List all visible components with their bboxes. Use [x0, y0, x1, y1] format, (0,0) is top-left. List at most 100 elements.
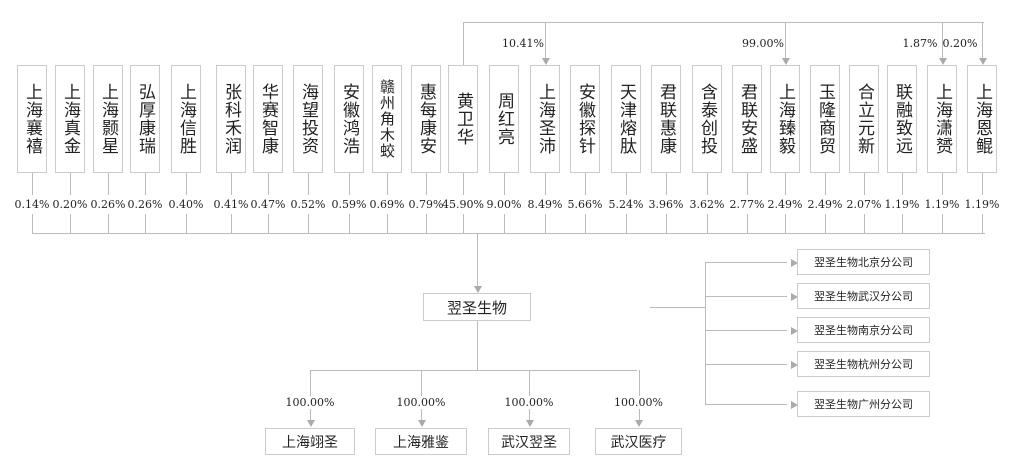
connector-line — [387, 214, 388, 233]
connector-line — [426, 173, 427, 195]
subsidiary-box: 武汉翌圣 — [488, 428, 570, 455]
connector-line — [32, 173, 33, 195]
connector-line — [477, 321, 478, 371]
connector-line — [310, 370, 637, 371]
subsidiary-percent: 100.00% — [612, 396, 665, 409]
arrow-icon — [525, 420, 534, 427]
shareholder-percent: 2.77% — [729, 198, 765, 211]
shareholder-percent: 0.41% — [213, 198, 249, 211]
connector-line — [186, 214, 187, 233]
connector-line — [707, 173, 708, 195]
connector-line — [463, 173, 464, 195]
arrow-icon — [417, 420, 426, 427]
arrow-icon — [781, 58, 790, 65]
subsidiary-box: 上海翊圣 — [265, 428, 355, 455]
connector-line — [231, 214, 232, 233]
connector-line — [545, 22, 546, 58]
connector-line — [387, 173, 388, 195]
connector-line — [864, 173, 865, 195]
connector-line — [747, 173, 748, 195]
connector-line — [108, 173, 109, 195]
connector-line — [426, 214, 427, 233]
connector-line — [942, 22, 943, 58]
connector-line — [145, 173, 146, 195]
connector-line — [705, 404, 787, 405]
shareholder-box: 联融致远 — [887, 65, 917, 173]
branch-box: 翌圣生物武汉分公司 — [797, 283, 930, 309]
shareholder-box: 黄卫华 — [448, 65, 478, 173]
shareholder-box: 周红亮 — [489, 65, 519, 173]
arrow-icon — [791, 293, 798, 301]
founder-holding-percent: 1.87% — [902, 37, 938, 50]
connector-line — [638, 370, 640, 420]
shareholder-percent: 5.66% — [567, 198, 603, 211]
arrow-icon — [306, 420, 315, 427]
subsidiary-box: 武汉医疗 — [595, 428, 682, 455]
shareholder-percent: 0.79% — [408, 198, 444, 211]
connector-line — [707, 214, 708, 233]
shareholder-box: 含泰创投 — [692, 65, 722, 173]
shareholder-box: 张科禾润 — [216, 65, 246, 173]
shareholder-percent: 1.19% — [924, 198, 960, 211]
founder-holding-percent: 0.20% — [942, 37, 978, 50]
shareholder-percent: 0.52% — [290, 198, 326, 211]
connector-line — [349, 173, 350, 195]
shareholder-box: 上海潇赟 — [927, 65, 957, 173]
connector-line — [982, 22, 983, 58]
shareholder-percent: 3.96% — [648, 198, 684, 211]
connector-line — [626, 214, 627, 233]
connector-line — [529, 370, 530, 420]
connector-line — [32, 233, 985, 234]
shareholder-percent: 2.49% — [807, 198, 843, 211]
connector-line — [308, 173, 309, 195]
connector-line — [231, 173, 232, 195]
arrow-icon — [791, 401, 798, 409]
connector-line — [504, 173, 505, 195]
connector-line — [902, 173, 903, 195]
subsidiary-percent: 100.00% — [283, 396, 337, 409]
shareholder-box: 安徽鸿浩 — [334, 65, 364, 173]
connector-line — [349, 214, 350, 233]
subsidiary-percent: 100.00% — [502, 396, 556, 409]
shareholder-box: 君联惠康 — [651, 65, 681, 173]
arrow-icon — [938, 58, 947, 65]
shareholder-percent: 0.69% — [369, 198, 405, 211]
company-box: 翌圣生物 — [423, 293, 531, 321]
shareholder-box: 上海颢星 — [93, 65, 123, 173]
connector-line — [545, 173, 546, 195]
arrow-icon — [791, 361, 798, 369]
shareholder-percent: 3.62% — [689, 198, 725, 211]
connector-line — [825, 173, 826, 195]
connector-line — [785, 214, 786, 233]
connector-line — [545, 214, 546, 233]
shareholder-percent: 9.00% — [486, 198, 522, 211]
connector-line — [785, 22, 786, 58]
shareholder-box: 上海信胜 — [171, 65, 201, 173]
shareholder-percent: 45.90% — [442, 198, 484, 211]
connector-line — [32, 214, 33, 233]
shareholder-box: 上海襄禧 — [17, 65, 47, 173]
connector-line — [70, 214, 71, 233]
connector-line — [268, 173, 269, 195]
connector-line — [942, 173, 943, 195]
branch-box: 翌圣生物杭州分公司 — [797, 351, 930, 377]
branch-box: 翌圣生物南京分公司 — [797, 317, 930, 343]
connector-line — [902, 214, 903, 233]
connector-line — [626, 173, 627, 195]
connector-line — [705, 262, 706, 404]
connector-line — [785, 173, 786, 195]
branch-box: 翌圣生物广州分公司 — [797, 391, 930, 417]
shareholder-box: 海望投资 — [293, 65, 323, 173]
shareholder-box: 弘厚康瑞 — [130, 65, 160, 173]
arrow-icon — [635, 420, 643, 427]
connector-line — [463, 22, 984, 23]
connector-line — [463, 214, 464, 233]
connector-line — [504, 214, 505, 233]
connector-line — [186, 173, 187, 195]
shareholder-percent: 0.26% — [127, 198, 163, 211]
shareholder-box: 华赛智康 — [253, 65, 283, 173]
shareholder-box: 上海臻毅 — [770, 65, 800, 173]
connector-line — [650, 307, 705, 308]
connector-line — [421, 370, 422, 420]
